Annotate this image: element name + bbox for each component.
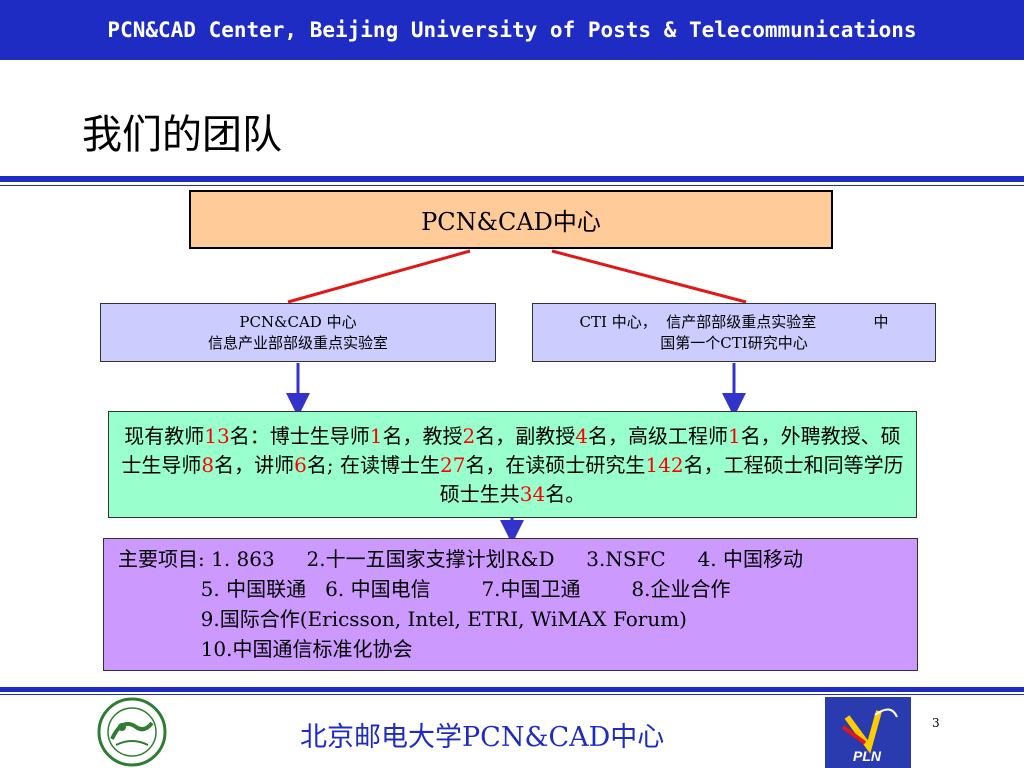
header-bar: PCN&CAD Center, Beijing University of Po… (0, 0, 1024, 60)
slide-title: 我们的团队 (82, 112, 282, 158)
teacher-count: 13 (204, 424, 230, 448)
logo-text: PLN (853, 748, 882, 764)
bottom-divider-thin (0, 694, 1024, 695)
projects-line: 10.中国通信标准化协会 (118, 637, 413, 661)
left-box-line2: 信息产业部部级重点实验室 (207, 333, 388, 352)
top-divider (0, 176, 1024, 182)
center-box: PCN&CAD中心 (189, 190, 833, 249)
external-professor-count: 8 (201, 453, 215, 477)
senior-engineer-count: 1 (727, 424, 741, 448)
team-text: 名，讲师 (214, 453, 295, 477)
team-text: 名。 (545, 482, 586, 506)
master-student-count: 142 (645, 453, 684, 477)
engineering-master-count: 34 (519, 482, 546, 506)
bottom-divider (0, 687, 1024, 692)
phd-student-count: 27 (439, 453, 466, 477)
pcn-cad-lab-box: PCN&CAD 中心 信息产业部部级重点实验室 (100, 303, 496, 362)
team-text: 名，教授 (382, 424, 463, 448)
right-box-line1: CTI 中心， 信产部部级重点实验室 中 (579, 312, 889, 331)
pln-logo-icon: PLN (825, 697, 911, 768)
red-connector-left (287, 249, 471, 304)
team-text: 名，外聘教授、硕士生导师 (121, 424, 901, 477)
team-text: 名，在读硕士研究生 (465, 453, 646, 477)
professor-count: 2 (462, 424, 476, 448)
right-box-line2: 国第一个CTI研究中心 (660, 333, 808, 352)
header-text: PCN&CAD Center, Beijing University of Po… (107, 18, 917, 42)
cti-center-box: CTI 中心， 信产部部级重点实验室 中 国第一个CTI研究中心 (532, 303, 936, 362)
team-text: 名，工程硕士和同等学历硕士生共 (439, 453, 904, 506)
top-divider-thin (0, 185, 1024, 186)
phd-advisor-count: 1 (369, 424, 383, 448)
left-box-line1: PCN&CAD 中心 (239, 312, 357, 331)
red-connector-right (551, 249, 747, 304)
page-number: 3 (932, 716, 940, 730)
projects-line: 5. 中国联通 6. 中国电信 7.中国卫通 8.企业合作 (118, 577, 731, 601)
team-text: 名：博士生导师 (229, 424, 370, 448)
team-text: 名，高级工程师 (587, 424, 728, 448)
projects-box: 主要项目: 1. 863 2.十一五国家支撑计划R&D 3.NSFC 4. 中国… (103, 538, 918, 671)
team-text: 名，副教授 (475, 424, 576, 448)
projects-line: 主要项目: 1. 863 2.十一五国家支撑计划R&D 3.NSFC 4. 中国… (118, 547, 803, 571)
assoc-professor-count: 4 (575, 424, 588, 448)
projects-line: 9.国际合作(Ericsson, Intel, ETRI, WiMAX Foru… (118, 607, 687, 631)
team-text: 名; 在读博士生 (306, 453, 440, 477)
lecturer-count: 6 (294, 453, 307, 477)
team-text: 现有教师 (124, 424, 205, 448)
university-seal-icon (97, 697, 167, 767)
center-box-label: PCN&CAD中心 (421, 208, 601, 236)
team-box: 现有教师13名：博士生导师1名，教授2名，副教授4名，高级工程师1名，外聘教授、… (108, 411, 917, 518)
footer-text: 北京邮电大学PCN&CAD中心 (300, 722, 665, 753)
